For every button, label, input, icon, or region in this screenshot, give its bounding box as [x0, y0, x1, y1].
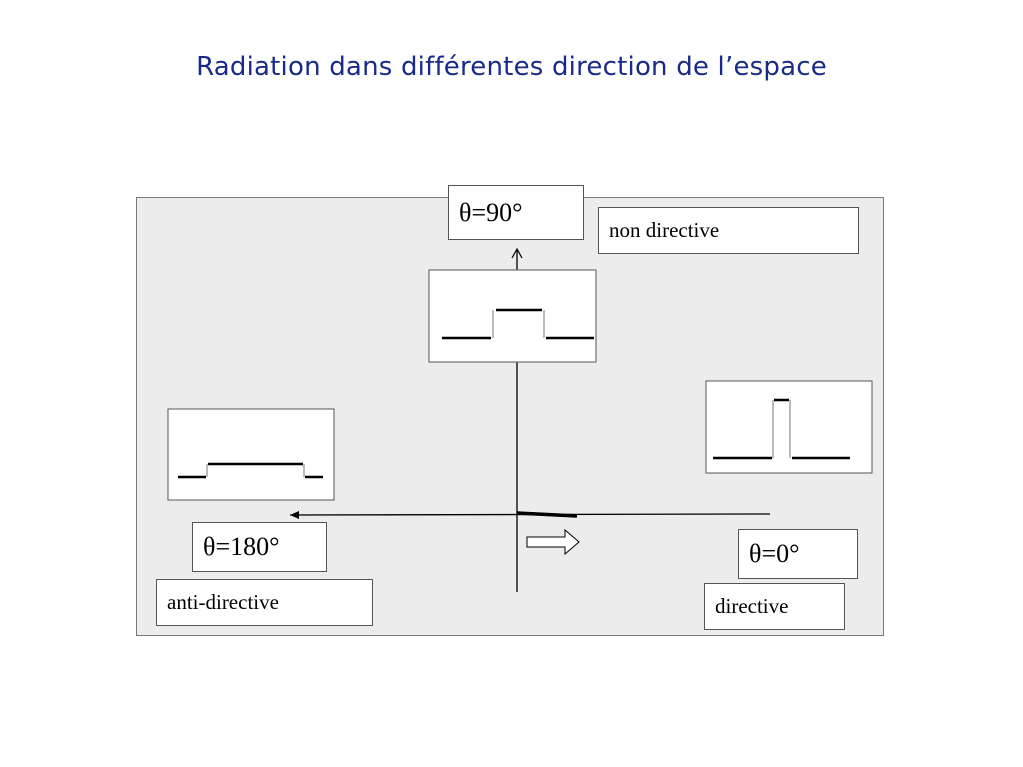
label-text-anti-directive: anti-directive [167, 590, 279, 614]
slide-title: Radiation dans différentes direction de … [196, 52, 827, 82]
pulse-box-90 [428, 269, 597, 363]
label-anti-directive: anti-directive [156, 579, 373, 626]
angle-label-180: θ=180° [192, 522, 327, 572]
pulse-signal-90 [442, 308, 594, 340]
origin-segment [516, 511, 578, 518]
angle-text-180: θ=180° [203, 532, 280, 561]
angle-label-90: θ=90° [448, 185, 584, 240]
angle-text-90: θ=90° [459, 197, 523, 227]
label-text-non-directive: non directive [609, 218, 720, 242]
angle-text-0: θ=0° [749, 539, 800, 568]
label-non-directive: non directive [598, 207, 859, 254]
pulse-box-180 [167, 408, 335, 501]
direction-block-arrow [526, 528, 580, 556]
pulse-signal-0 [713, 398, 850, 460]
pulse-signal-180 [178, 462, 323, 479]
angle-label-0: θ=0° [738, 529, 858, 579]
label-directive: directive [704, 583, 845, 630]
label-text-directive: directive [715, 594, 789, 618]
